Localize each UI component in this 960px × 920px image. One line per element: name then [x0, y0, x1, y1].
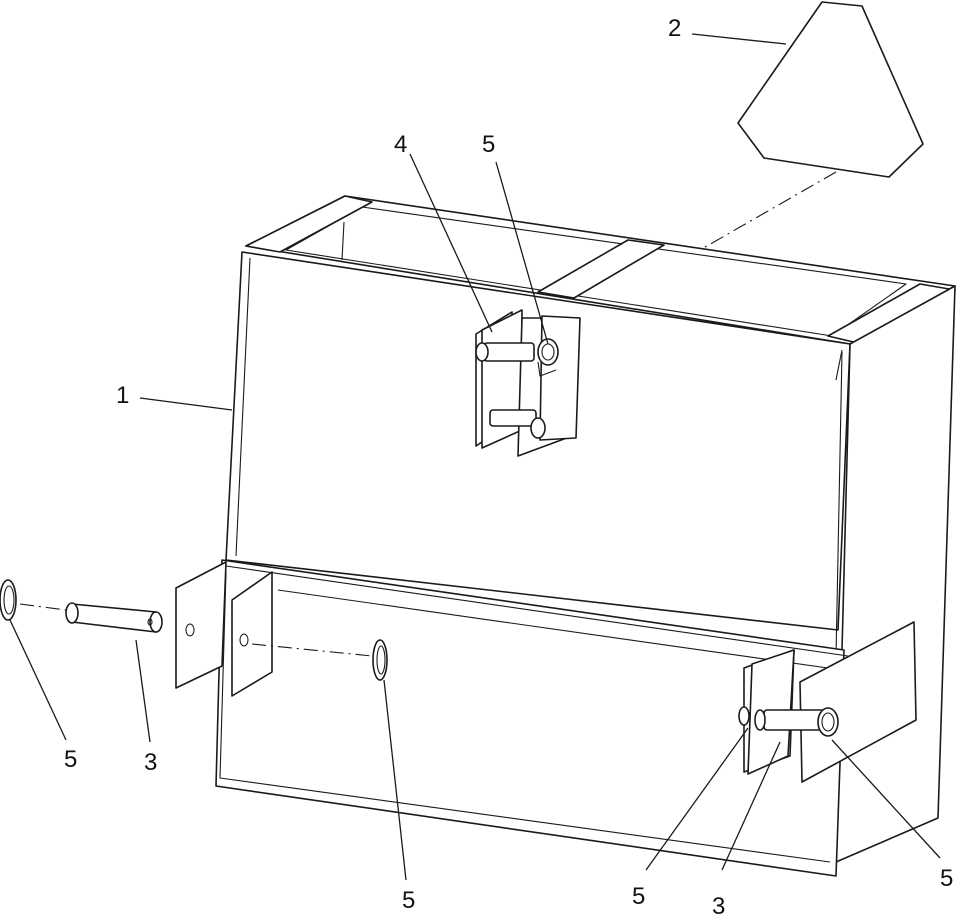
box-lower-section [215, 559, 845, 877]
callout-3-right: 3 [712, 893, 725, 920]
callout-1: 1 [116, 382, 129, 409]
part-2-triangular-plate [737, 1, 924, 178]
centerline-left-pin [19, 603, 67, 611]
callout-5-top: 5 [482, 131, 495, 158]
part-3-pin-left [65, 602, 163, 633]
part-5-clip-middle [372, 639, 388, 681]
right-bracket-pair [738, 621, 917, 783]
centerline-plate [699, 171, 837, 251]
leader-lines [9, 33, 941, 881]
centerline-left-holes [251, 643, 373, 657]
part-4-upper-bracket [475, 309, 581, 457]
callout-5-right-b: 5 [940, 865, 953, 892]
flange-middle [537, 239, 665, 299]
callout-5-right-a: 5 [632, 883, 645, 910]
box-side-wall [835, 285, 956, 863]
callout-4: 4 [394, 131, 407, 158]
part-1-box [215, 195, 956, 877]
callout-2: 2 [668, 15, 681, 42]
left-bracket-pair [175, 561, 273, 697]
callout-5-left: 5 [64, 746, 77, 773]
flange-left [245, 195, 373, 253]
callout-3-left: 3 [144, 749, 157, 776]
callout-labels: 1 2 4 5 5 3 5 5 3 5 [64, 15, 953, 920]
callout-5-bottom: 5 [402, 887, 415, 914]
part-5-clip-left [0, 579, 17, 621]
